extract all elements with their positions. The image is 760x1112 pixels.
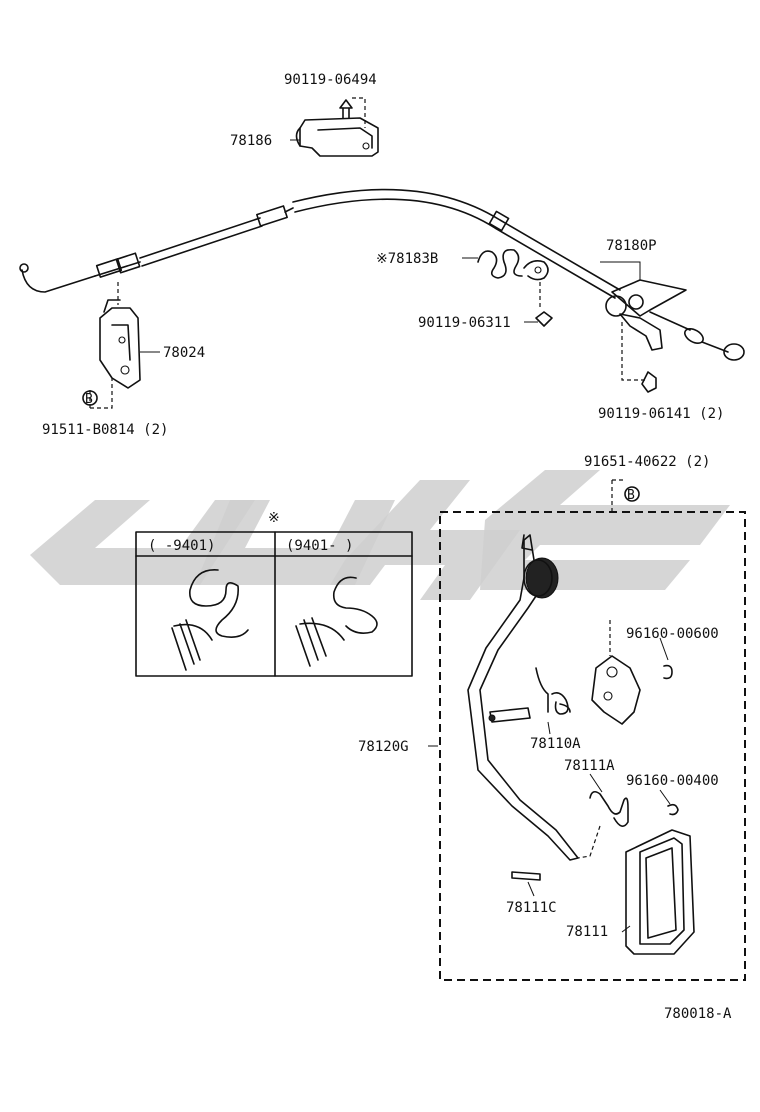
label-78186: 78186 [230,133,272,149]
label-96160-00400: 96160-00400 [626,773,719,789]
lever-78180P [605,279,745,361]
label-78183B: ※78183B [376,251,438,267]
accelerator-cable [19,188,621,299]
diagram-id: 780018-A [664,1006,732,1022]
label-78111A: 78111A [564,758,615,774]
clip-78183B [477,248,553,327]
bolt-mark-b1: B [85,392,93,407]
label-91651-40622: 91651-40622 (2) [584,454,710,470]
inset-col-left: ( -9401) [148,538,215,554]
inset-mark: ※ [268,510,280,526]
label-90119-06311: 90119-06311 [418,315,511,331]
label-78110A: 78110A [530,736,581,752]
watermark [30,470,730,600]
label-91511-B0814: 91511-B0814 (2) [42,422,168,438]
pedal-assembly-box [439,479,746,981]
bolt-mark-b2: B [627,488,635,503]
label-78120G: 78120G [358,739,409,755]
bracket-78186 [295,99,379,157]
label-78111C: 78111C [506,900,557,916]
label-90119-06494: 90119-06494 [284,72,377,88]
inset-table [135,531,413,677]
label-78024: 78024 [163,345,205,361]
bracket-78024 [99,299,141,389]
label-78111: 78111 [566,924,608,940]
label-90119-06141: 90119-06141 (2) [598,406,724,422]
inset-col-right: (9401- ) [286,538,353,554]
label-78180P: 78180P [606,238,657,254]
label-96160-00600: 96160-00600 [626,626,719,642]
